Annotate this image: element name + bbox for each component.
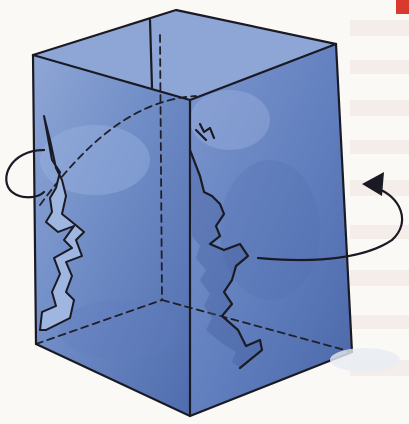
wash-shadow xyxy=(330,348,400,372)
corner-color-tab xyxy=(396,0,409,14)
